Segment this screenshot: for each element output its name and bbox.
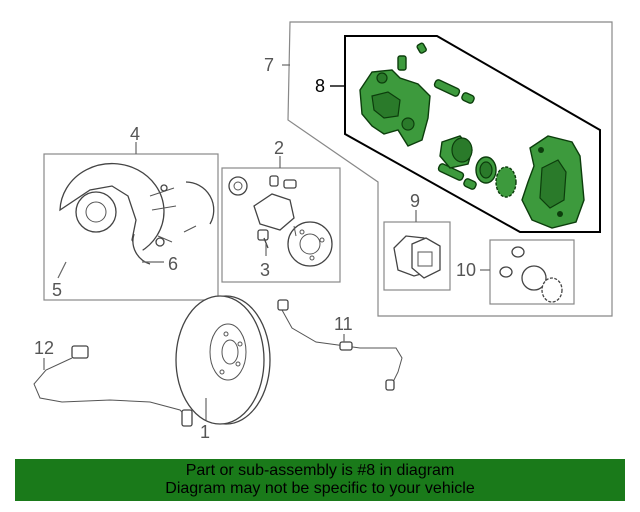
callout-1: 1 bbox=[200, 422, 210, 442]
callout-6: 6 bbox=[168, 254, 178, 274]
group-9-box bbox=[383, 221, 451, 291]
dust-boot bbox=[495, 166, 517, 198]
callout-9: 9 bbox=[410, 191, 420, 211]
callout-4: 4 bbox=[130, 124, 140, 144]
wheel-hub bbox=[228, 175, 333, 267]
seal-kit bbox=[499, 246, 563, 303]
hub-bolt bbox=[257, 229, 269, 249]
wheel-speed-sensor bbox=[33, 345, 193, 427]
banner-line-2: Diagram may not be specific to your vehi… bbox=[165, 480, 475, 497]
brake-disc bbox=[175, 295, 271, 425]
callout-3: 3 bbox=[260, 260, 270, 280]
callout-5: 5 bbox=[52, 280, 62, 300]
brake-pads bbox=[393, 235, 441, 279]
group-7-frame bbox=[287, 21, 613, 317]
parts-diagram: 7 8 9 bbox=[33, 21, 613, 442]
parking-brake-shoes bbox=[132, 181, 215, 265]
callout-11: 11 bbox=[334, 314, 353, 334]
bleeder-screw bbox=[397, 42, 427, 71]
caliper-bracket bbox=[521, 135, 585, 229]
caliper-body bbox=[359, 69, 431, 147]
callout-2: 2 bbox=[274, 138, 284, 158]
callout-10: 10 bbox=[456, 260, 476, 280]
backing-plate bbox=[59, 162, 165, 253]
brake-hose bbox=[277, 299, 403, 391]
callout-12: 12 bbox=[34, 338, 54, 358]
callout-8: 8 bbox=[315, 76, 325, 96]
banner-line-1: Part or sub-assembly is #8 in diagram bbox=[185, 462, 455, 479]
info-banner: Part or sub-assembly is #8 in diagram Di… bbox=[15, 459, 625, 501]
guide-pins bbox=[433, 79, 477, 190]
group-10-box bbox=[489, 239, 575, 305]
group-2-box bbox=[221, 167, 341, 283]
callout-7: 7 bbox=[264, 55, 274, 75]
piston bbox=[439, 135, 473, 169]
group-8-frame bbox=[344, 35, 601, 233]
group-4-box bbox=[43, 153, 219, 301]
